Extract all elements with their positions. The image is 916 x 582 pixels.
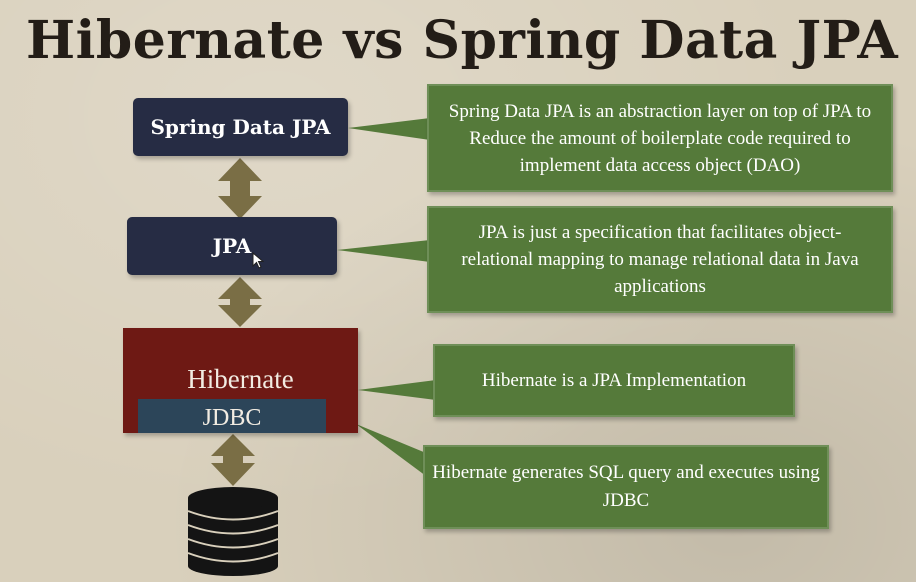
callout-pointer-jdbc	[356, 424, 426, 476]
callout-pointer-jpa	[337, 240, 430, 262]
jpa-box: JPA	[127, 217, 337, 275]
double-arrow-icon	[218, 277, 262, 327]
note-hibernate: Hibernate is a JPA Implementation	[433, 344, 795, 417]
double-arrow-icon	[218, 158, 262, 219]
callout-pointer-hibernate	[358, 380, 436, 400]
jpa-label: JPA	[212, 234, 252, 258]
note-spring-data-jpa: Spring Data JPA is an abstraction layer …	[427, 84, 893, 192]
spring-data-jpa-label: Spring Data JPA	[150, 115, 331, 139]
note-jpa-text: JPA is just a specification that facilit…	[461, 222, 859, 297]
note-hibernate-text: Hibernate is a JPA Implementation	[481, 369, 747, 391]
page-title: Hibernate vs Spring Data JPA	[26, 10, 899, 71]
hibernate-label: Hibernate	[187, 364, 294, 394]
database-icon	[187, 487, 279, 576]
callout-pointer-spring-data-jpa	[348, 118, 430, 140]
double-arrow-icon	[211, 434, 255, 486]
spring-data-jpa-box: Spring Data JPA	[133, 98, 348, 156]
jdbc-box: JDBC	[138, 399, 326, 433]
mouse-cursor-icon	[252, 252, 265, 269]
note-jpa: JPA is just a specification that facilit…	[427, 206, 893, 313]
jdbc-label: JDBC	[202, 405, 262, 431]
note-jdbc-text: Hibernate generates SQL query and execut…	[432, 462, 820, 511]
note-spring-data-jpa-text: Spring Data JPA is an abstraction layer …	[448, 100, 872, 176]
note-jdbc: Hibernate generates SQL query and execut…	[423, 445, 829, 529]
